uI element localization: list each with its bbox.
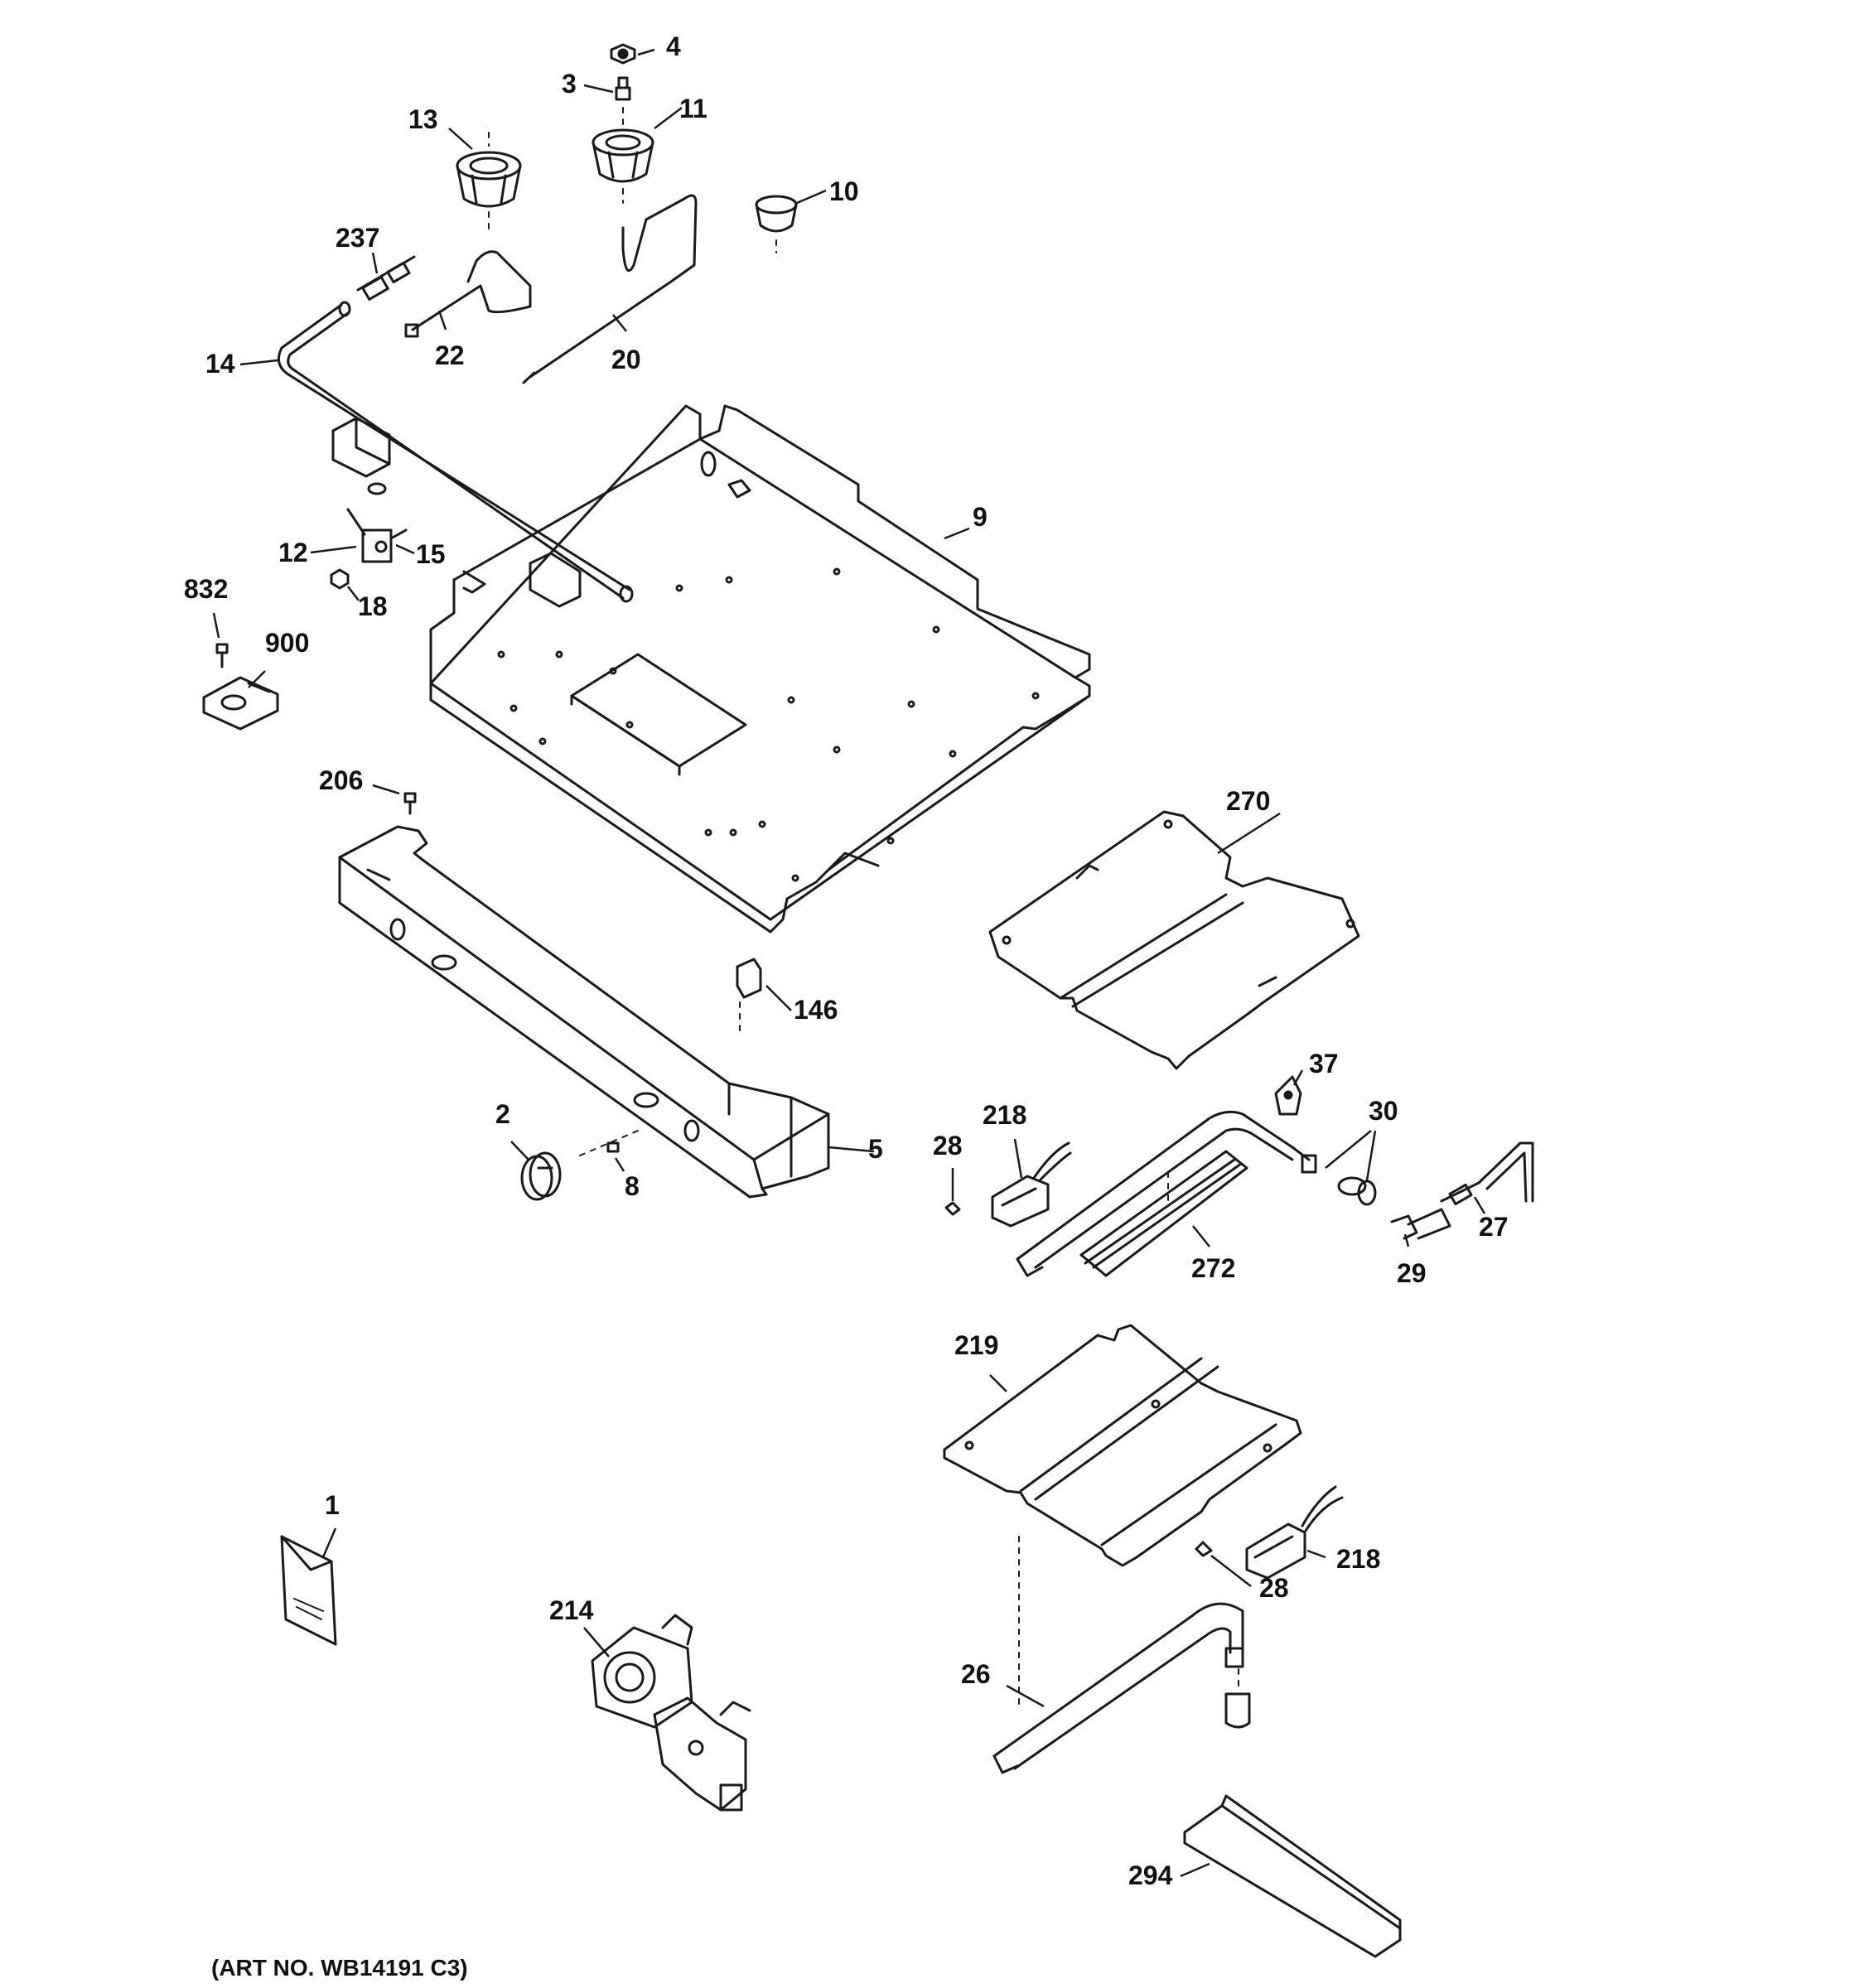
broil-burner-26	[992, 1602, 1251, 1774]
knob-2	[520, 1151, 562, 1201]
screw-206	[403, 792, 417, 815]
bracket-294	[1183, 1794, 1402, 1958]
oven-burner-tube	[1016, 1110, 1317, 1277]
literature-packet-1	[280, 1535, 337, 1646]
callout-214: 214	[549, 1595, 594, 1625]
bracket-146	[736, 958, 762, 1032]
heat-deflector-270	[988, 810, 1360, 1070]
callout-13: 13	[408, 104, 438, 134]
pipe-bracket-lower	[529, 552, 582, 608]
callout-1: 1	[325, 1490, 340, 1520]
callout-26: 26	[961, 1659, 991, 1689]
gas-valve-214	[591, 1614, 751, 1812]
orifice-holder-30	[1337, 1176, 1377, 1206]
heat-shield-219	[943, 1324, 1302, 1711]
burner-head-10	[755, 195, 798, 253]
burner-head-11	[592, 107, 654, 204]
clamp-900	[202, 676, 279, 731]
callout-237: 237	[336, 223, 379, 253]
callout-29: 29	[1397, 1258, 1427, 1288]
manifold-panel-5	[338, 825, 830, 1199]
callout-8: 8	[625, 1171, 640, 1201]
clip-28-lower	[1195, 1541, 1213, 1557]
clip-28-upper	[944, 1201, 961, 1216]
callout-12: 12	[278, 538, 308, 567]
callout-900: 900	[265, 628, 309, 658]
callout-30: 30	[1369, 1096, 1398, 1126]
igniter-218-upper	[991, 1141, 1072, 1228]
burner-head-13	[456, 132, 522, 233]
cap-nut-4	[610, 43, 636, 65]
callout-22: 22	[435, 340, 465, 370]
fitting-27	[1440, 1141, 1534, 1206]
burner-tube-20	[522, 194, 698, 384]
callout-218-lower: 218	[1336, 1544, 1380, 1574]
callout-11: 11	[679, 94, 707, 123]
callout-272: 272	[1191, 1253, 1235, 1283]
callout-20: 20	[611, 345, 641, 374]
callout-270: 270	[1226, 786, 1270, 816]
burner-baffle-272	[1079, 1150, 1248, 1277]
callout-14: 14	[205, 349, 235, 379]
burner-box-9	[429, 404, 1091, 934]
screw-832	[215, 643, 229, 668]
valve-assembly-15	[346, 482, 408, 563]
callout-37: 37	[1309, 1049, 1339, 1078]
fitting-237	[356, 255, 416, 301]
callout-219: 219	[954, 1330, 998, 1360]
callout-3: 3	[562, 69, 577, 99]
callout-28-lower: 28	[1259, 1573, 1289, 1603]
callout-27: 27	[1479, 1212, 1509, 1242]
callout-28-upper: 28	[933, 1131, 963, 1160]
callout-10: 10	[829, 176, 859, 206]
callout-146: 146	[794, 995, 838, 1025]
screw-8	[579, 1130, 639, 1156]
callout-9: 9	[973, 502, 988, 532]
callout-218-upper: 218	[983, 1100, 1026, 1130]
art-number: (ART NO. WB14191 C3)	[211, 1955, 468, 1981]
callout-2: 2	[495, 1099, 510, 1129]
pipe-bracket-upper	[331, 417, 391, 478]
burner-tube-22	[404, 250, 532, 338]
callout-4: 4	[666, 31, 681, 61]
callout-15: 15	[416, 539, 446, 569]
igniter-218-lower	[1245, 1485, 1344, 1580]
leader-lines	[212, 48, 1486, 1878]
callout-5: 5	[868, 1134, 883, 1164]
callout-294: 294	[1128, 1860, 1173, 1890]
bracket-37	[1274, 1075, 1302, 1116]
callout-18: 18	[358, 591, 388, 621]
orifice-3	[615, 76, 631, 101]
manifold-pipe-14	[277, 301, 634, 603]
nut-18	[330, 568, 350, 590]
callout-206: 206	[319, 765, 363, 795]
callout-labels: 4 3 11 13 10 237 14 22 20 9 12 15 18 832…	[184, 31, 1509, 1890]
elbow-29	[1390, 1208, 1451, 1240]
callout-832: 832	[184, 574, 228, 604]
